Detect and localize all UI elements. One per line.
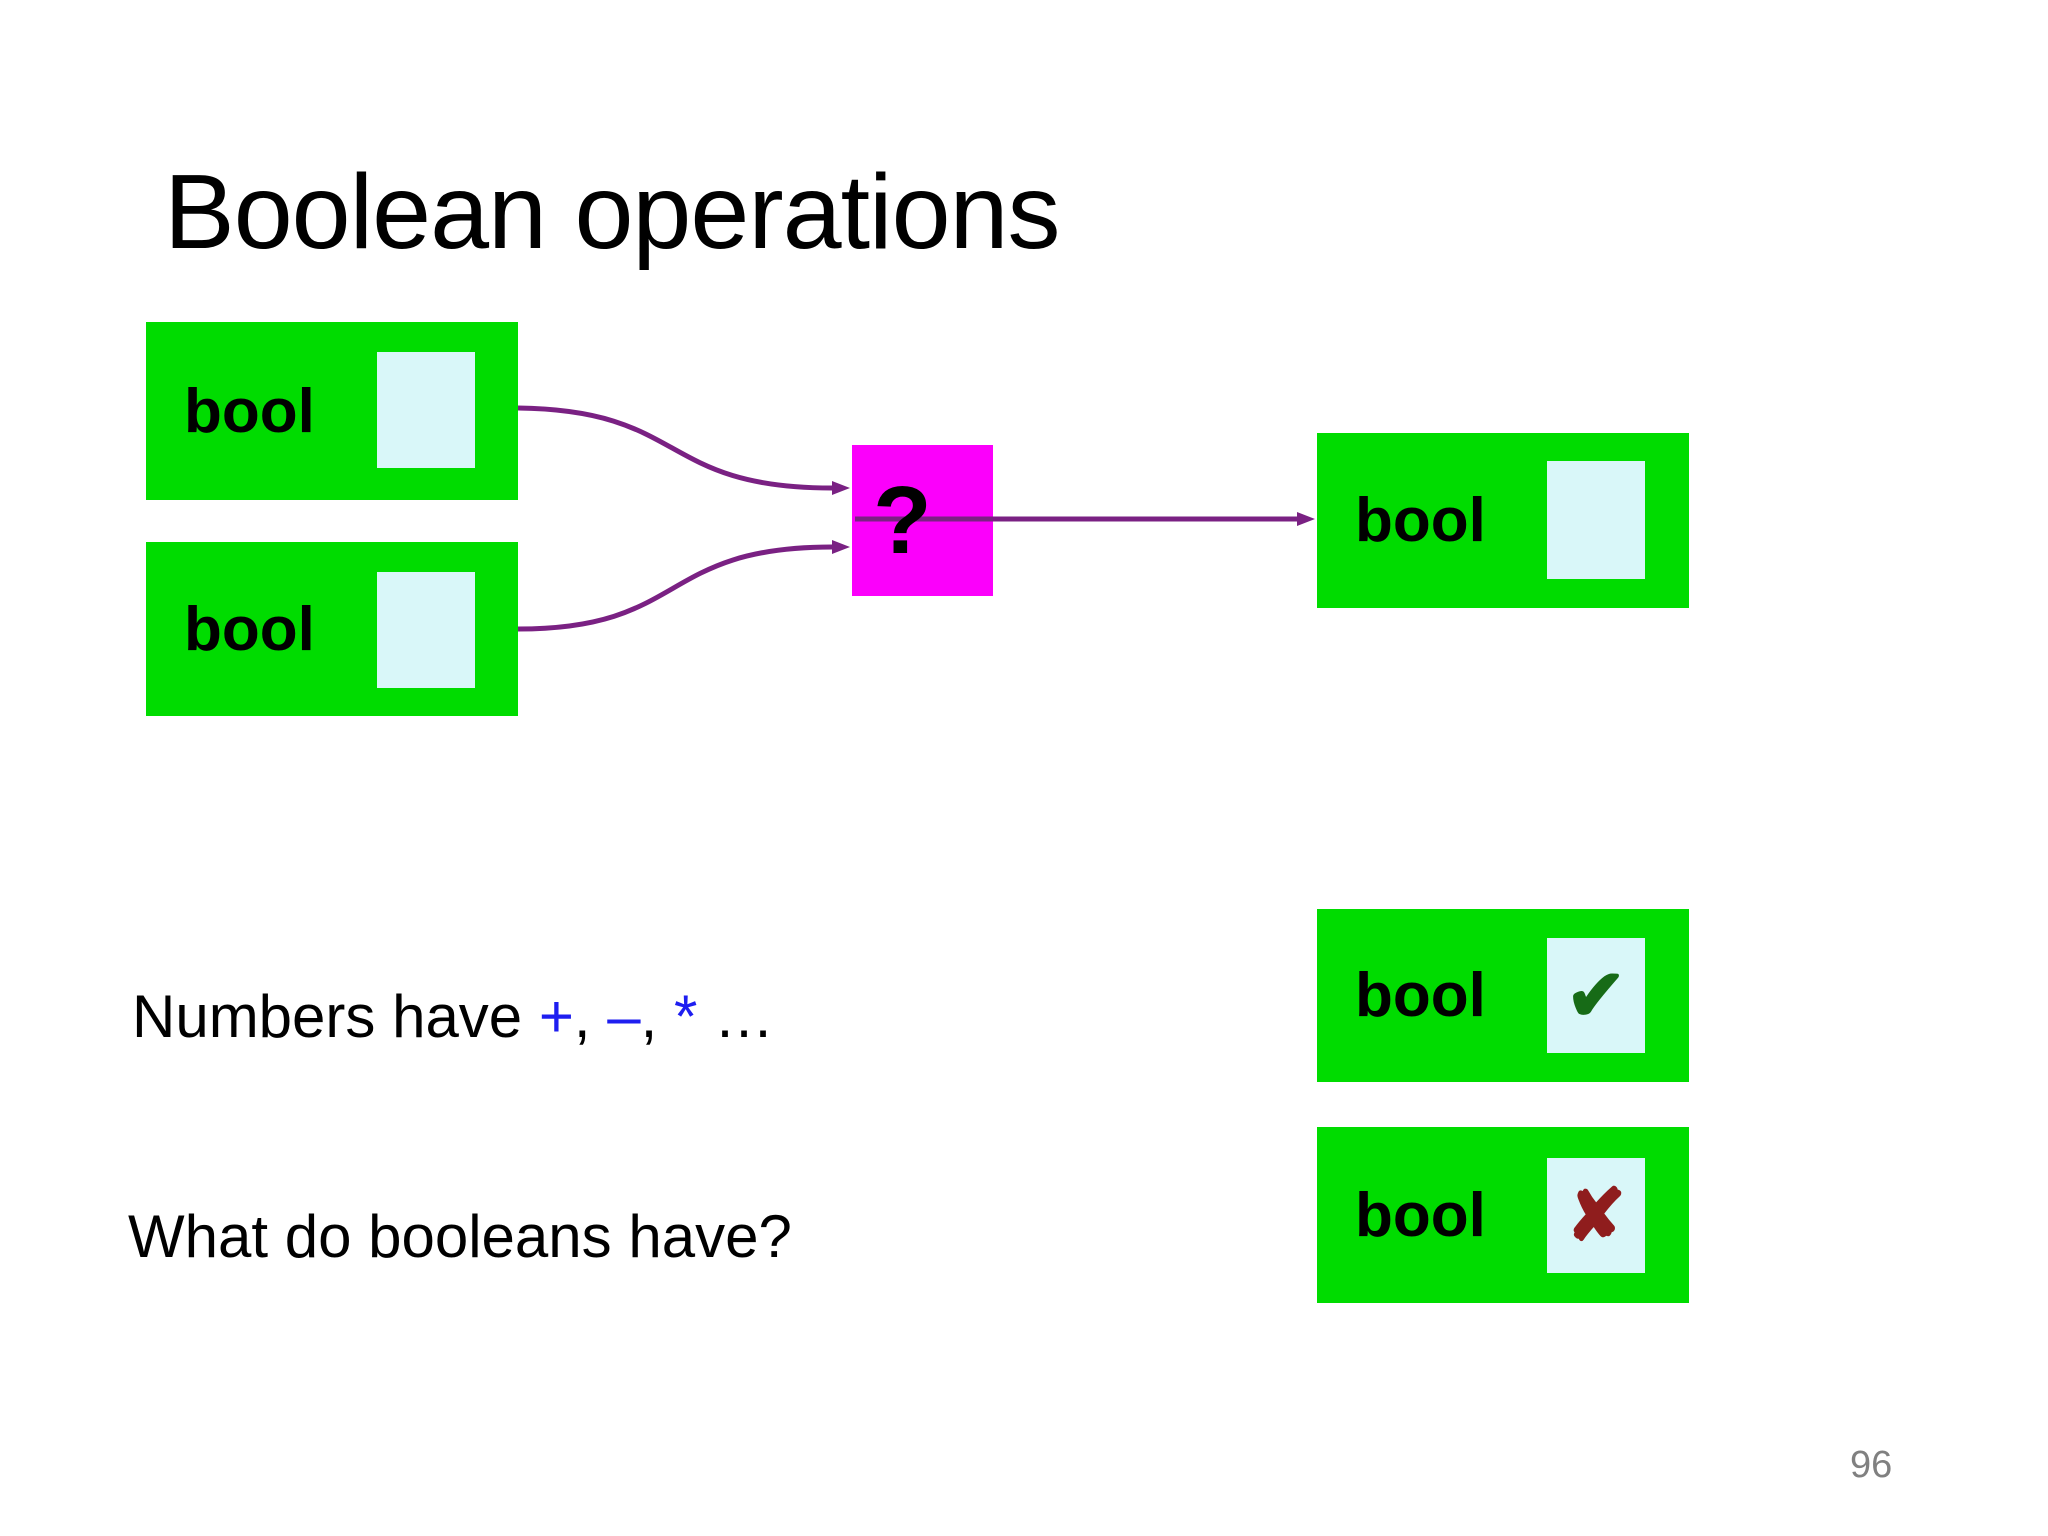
cross-mark-icon: ✘	[1565, 1175, 1627, 1256]
numbers-statement: Numbers have +, –, * …	[132, 982, 774, 1051]
check-mark-icon: ✔	[1565, 955, 1627, 1036]
minus-operator: –	[607, 983, 641, 1050]
bool-value-slot	[1547, 461, 1645, 579]
slide-title: Boolean operations	[164, 153, 1060, 271]
bool-true-example-box: bool ✔	[1317, 909, 1689, 1082]
input-bool-box-1: bool	[146, 322, 518, 500]
bool-type-label: bool	[184, 376, 315, 446]
separator: ,	[573, 983, 608, 1050]
star-operator: *	[673, 983, 698, 1050]
bool-true-value-slot: ✔	[1547, 938, 1645, 1053]
bool-type-label: bool	[1355, 961, 1486, 1030]
bool-type-label: bool	[184, 594, 315, 664]
input-bool-box-2: bool	[146, 542, 518, 716]
bool-false-value-slot: ✘	[1547, 1158, 1645, 1273]
numbers-statement-prefix: Numbers have	[132, 983, 539, 1050]
bool-value-slot	[377, 352, 475, 468]
bool-false-example-box: bool ✘	[1317, 1127, 1689, 1303]
bool-type-label: bool	[1355, 1180, 1486, 1250]
operator-question-mark: ?	[873, 467, 932, 574]
operator-box: ?	[852, 445, 993, 596]
booleans-question: What do booleans have?	[128, 1203, 792, 1270]
plus-operator: +	[538, 983, 574, 1050]
separator: ,	[640, 983, 674, 1050]
arrow-input1-to-operator	[517, 405, 850, 495]
output-bool-box: bool	[1317, 433, 1689, 608]
arrow-input2-to-operator	[517, 540, 850, 632]
ellipsis: …	[697, 983, 774, 1050]
page-number: 96	[1850, 1444, 1893, 1486]
bool-value-slot	[377, 572, 475, 688]
bool-type-label: bool	[1355, 486, 1486, 555]
